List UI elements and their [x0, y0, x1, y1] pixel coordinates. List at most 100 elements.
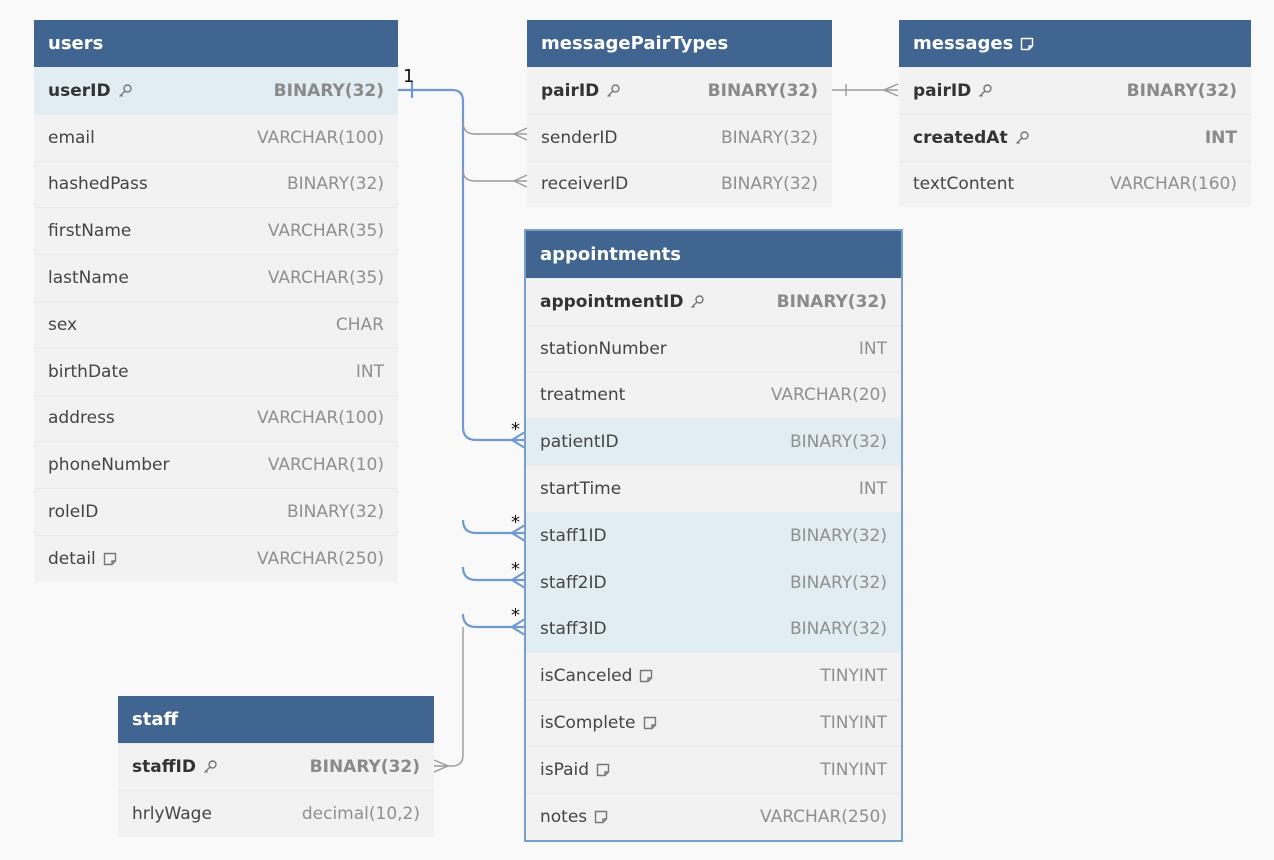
column-type: BINARY(32) — [707, 80, 818, 101]
table-row[interactable]: userID BINARY(32) — [34, 67, 398, 114]
column-type: BINARY(32) — [273, 80, 384, 101]
column-name: userID — [48, 80, 111, 101]
column-type: BINARY(32) — [309, 756, 420, 777]
note-icon[interactable] — [638, 668, 654, 684]
key-icon — [977, 83, 993, 99]
table-row[interactable]: stationNumber INT — [526, 324, 901, 372]
note-icon[interactable] — [642, 715, 658, 731]
column-name: detail — [48, 548, 96, 569]
column-type: VARCHAR(250) — [257, 548, 384, 569]
users-appointments-relation[interactable] — [398, 82, 526, 636]
table-row[interactable]: hashedPass BINARY(32) — [34, 160, 398, 208]
table-header[interactable]: messages — [899, 20, 1251, 67]
note-icon[interactable] — [595, 762, 611, 778]
table-header[interactable]: messagePairTypes — [527, 20, 832, 67]
column-name: lastName — [48, 268, 129, 289]
table-row[interactable]: receiverID BINARY(32) — [527, 160, 832, 208]
users-messagepairtypes-relation[interactable] — [433, 121, 528, 773]
column-type: TINYINT — [820, 759, 887, 780]
column-name: receiverID — [541, 174, 629, 195]
table-staff[interactable]: staff staffID BINARY(32) hrlyWage decimal(… — [118, 696, 434, 837]
table-row[interactable]: staff3ID BINARY(32) — [526, 605, 901, 653]
column-type: BINARY(32) — [789, 619, 887, 640]
column-name: isPaid — [540, 759, 589, 780]
table-row[interactable]: sex CHAR — [34, 300, 398, 348]
note-icon[interactable] — [1019, 36, 1035, 52]
cardinality-many-label: * — [511, 605, 520, 626]
column-type: BINARY(32) — [286, 174, 384, 195]
column-type: VARCHAR(20) — [770, 385, 887, 406]
table-row[interactable]: staff2ID BINARY(32) — [526, 558, 901, 606]
table-title: staff — [132, 709, 179, 730]
column-name: staff3ID — [540, 619, 607, 640]
table-row[interactable]: patientID BINARY(32) — [526, 418, 901, 466]
table-row[interactable]: detail VARCHAR(250) — [34, 534, 398, 582]
column-name: patientID — [540, 432, 619, 453]
table-row[interactable]: isPaid TINYINT — [526, 745, 901, 793]
messagepairtypes-messages-relation[interactable] — [832, 83, 899, 97]
cardinality-many-label: * — [511, 512, 520, 533]
column-type: BINARY(32) — [789, 432, 887, 453]
table-row[interactable]: hrlyWage decimal(10,2) — [118, 789, 434, 837]
table-title: messages — [913, 33, 1014, 54]
column-name: hrlyWage — [132, 803, 212, 824]
column-type: VARCHAR(250) — [760, 806, 887, 827]
column-name: createdAt — [913, 127, 1008, 148]
key-icon — [689, 294, 705, 310]
column-name: treatment — [540, 385, 626, 406]
table-header[interactable]: users — [34, 20, 398, 67]
column-type: BINARY(32) — [720, 127, 818, 148]
table-row[interactable]: createdAt INT — [899, 113, 1251, 161]
table-header[interactable]: staff — [118, 696, 434, 743]
column-type: BINARY(32) — [789, 525, 887, 546]
column-type: INT — [858, 338, 887, 359]
table-row[interactable]: staffID BINARY(32) — [118, 743, 434, 790]
column-name: hashedPass — [48, 174, 148, 195]
column-type: VARCHAR(35) — [267, 221, 384, 242]
table-title: users — [48, 33, 104, 54]
column-type: decimal(10,2) — [301, 803, 420, 824]
column-type: INT — [355, 361, 384, 382]
column-type: BINARY(32) — [720, 174, 818, 195]
cardinality-many-label: * — [511, 419, 520, 440]
column-type: INT — [1204, 127, 1237, 148]
column-name: stationNumber — [540, 338, 667, 359]
column-type: VARCHAR(100) — [257, 408, 384, 429]
column-name: staffID — [132, 756, 196, 777]
column-type: BINARY(32) — [789, 572, 887, 593]
column-name: sex — [48, 314, 78, 335]
column-name: staff2ID — [540, 572, 607, 593]
note-icon[interactable] — [102, 551, 118, 567]
column-name: phoneNumber — [48, 455, 170, 476]
table-header[interactable]: appointments — [526, 231, 901, 278]
note-icon[interactable] — [593, 809, 609, 825]
table-row[interactable]: treatment VARCHAR(20) — [526, 371, 901, 419]
table-title: messagePairTypes — [541, 33, 729, 54]
column-type: CHAR — [335, 314, 384, 335]
cardinality-many-label: * — [511, 559, 520, 580]
column-type: TINYINT — [820, 713, 887, 734]
column-type: VARCHAR(160) — [1110, 174, 1237, 195]
